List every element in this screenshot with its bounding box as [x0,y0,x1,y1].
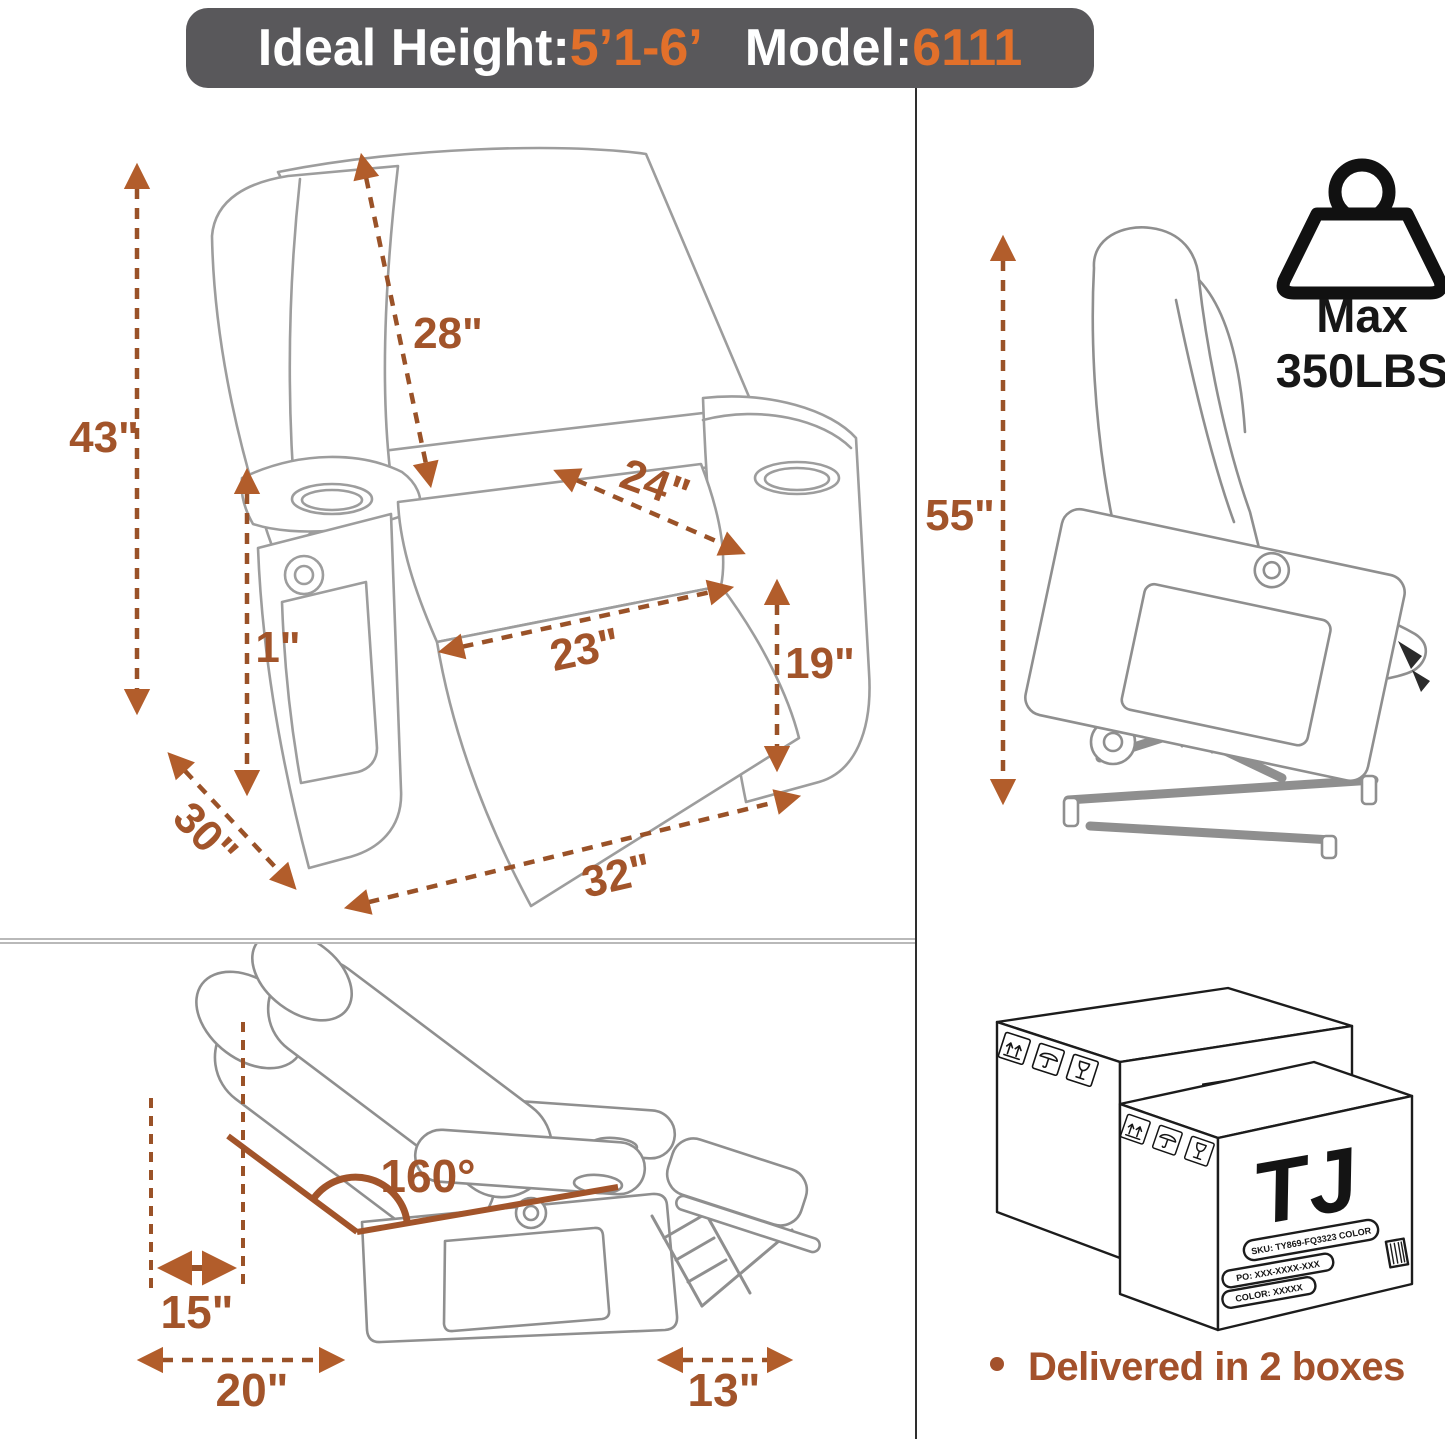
recline-pocket [442,1226,611,1333]
armrest-accent-1 [1398,641,1422,669]
side-wing-seam [1197,278,1247,434]
seat-base-pocket [1120,582,1332,747]
dim-24-arrow [553,468,746,556]
side-view-panel: Max 350LBS 55" [925,158,1445,860]
delivery-text: Delivered in 2 boxes [1028,1345,1405,1389]
ideal-height-label: Ideal Height: [257,19,570,77]
dim-19-label: 19" [785,639,855,688]
recline-dimensions [136,1022,794,1374]
right-armrest-edge [701,412,853,450]
dim-20-label: 20" [216,1364,289,1416]
headrest-pillow-front [251,944,353,1022]
front-view-dimensions [123,152,802,915]
recline-usb-inner [522,1204,540,1222]
dim-15-label: 15" [161,1286,234,1338]
ideal-height-value: 5’1-6’ [569,19,703,77]
front-view-chair-art [210,146,871,908]
dim-23-arrow [437,579,735,660]
dim-28-arrow [353,152,439,489]
remote-pocket [280,580,379,785]
front-view-panel: 43" 28" 24" 23" 19" 1" 30" 32" [69,146,871,915]
dim-30-label: 30" [164,793,248,877]
armrest-accent-2 [1412,670,1430,692]
angle-backrest-line [226,1133,359,1235]
delivery-boxes-art: TJ TJ SKU: TY869-FQ3323 COLOR PO: XXX-XX… [995,986,1414,1332]
base-rail-back [1063,775,1379,805]
angle-label: 160° [380,1150,475,1202]
rail-foot-2 [1360,774,1378,806]
max-label: Max [1316,289,1407,342]
dim-13-label: 13" [688,1364,761,1416]
dim-32-arrow [343,789,802,915]
barcode-icon [1384,1237,1410,1269]
usb-button-inner [293,564,315,586]
recline-view-panel: 160° 15" 20" 13" [136,944,821,1416]
right-cupholder-inner [763,466,831,492]
seat-usb-inner [1262,560,1282,580]
base-rail-front [1085,821,1337,845]
front-box-color-label: COLOR: XXXXX [1221,1276,1317,1309]
max-weight-icon [1276,158,1445,300]
recline-chair-art [195,944,821,1344]
tilted-seat-base [1024,507,1406,783]
delivery-panel: TJ TJ SKU: TY869-FQ3323 COLOR PO: XXX-XX… [990,986,1414,1389]
dim-30-arrow [167,752,297,890]
ideal-height-banner: Ideal Height:5’1-6’ Model:6111 [186,8,1094,88]
vertical-divider [915,88,917,1439]
horizontal-divider [0,938,915,944]
max-weight-value: 350LBS [1276,344,1445,397]
dim-28-label: 28" [413,309,483,358]
rail-foot-3 [1320,834,1338,860]
angle-arc [311,1173,411,1222]
side-view-chair-art [1024,226,1430,860]
left-cupholder-inner [300,488,364,512]
model-value: 6111 [912,19,1023,77]
angle-seat-line [356,1184,619,1235]
side-backrest-seam [1174,298,1236,524]
delivery-bullet [990,1357,1004,1371]
rail-foot-1 [1062,796,1080,828]
recline-angle-annotation [226,1133,619,1235]
lift-pivot-inner [1102,731,1124,753]
dim-43-label: 43" [69,413,139,462]
dim-55-label: 55" [925,491,995,540]
footrest-pad [675,1194,821,1254]
dim-1-label: 1" [255,623,300,672]
weight-body [1276,207,1445,300]
model-label: Model: [744,19,913,77]
